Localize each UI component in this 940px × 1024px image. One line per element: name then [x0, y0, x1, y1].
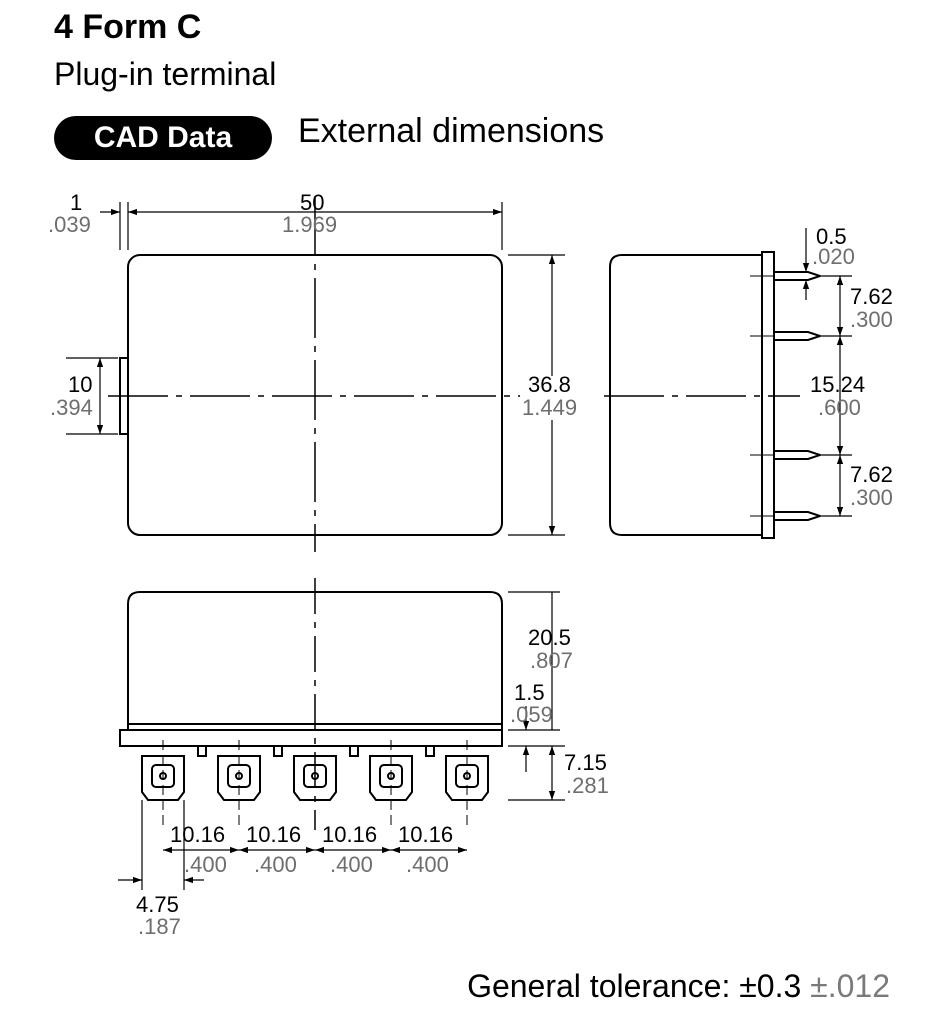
- dim-pin-pitch-mid-in: .600: [818, 395, 861, 420]
- tolerance-inch: ±.012: [810, 968, 890, 1004]
- tolerance-mm: ±0.3: [739, 968, 802, 1004]
- dim-terminal-length-mm: 7.15: [564, 750, 607, 775]
- dim-body-depth-in: .807: [530, 648, 573, 673]
- general-tolerance: General tolerance: ±0.3 ±.012: [467, 968, 890, 1005]
- dim-base-thickness-mm: 1.5: [514, 680, 545, 705]
- dim-width-mm: 50: [300, 190, 324, 215]
- dim-terminal-pitch-2-mm: 10.16: [246, 822, 301, 847]
- dim-pin-thickness-in: .020: [812, 244, 855, 269]
- side-view-body: [609, 254, 763, 536]
- dim-pin-thickness-mm: 0.5: [816, 224, 847, 249]
- dim-terminal-pitch-1-in: .400: [184, 852, 227, 877]
- dim-height-mm: 36.8: [528, 372, 571, 397]
- dim-width-in: 1.969: [282, 212, 337, 237]
- dim-terminal-pitch-3-in: .400: [330, 852, 373, 877]
- dim-terminal-width-in: .187: [138, 914, 181, 939]
- tolerance-label: General tolerance:: [467, 968, 740, 1004]
- dim-terminal-width-mm: 4.75: [136, 892, 179, 917]
- side-view-pins: [750, 271, 824, 521]
- bottom-view-terminals: [141, 740, 489, 830]
- dim-terminal-length-in: .281: [566, 773, 609, 798]
- page-subtitle: Plug-in terminal: [54, 56, 277, 92]
- section-heading: External dimensions: [298, 112, 605, 150]
- page-title: 4 Form C: [54, 8, 202, 46]
- dim-terminal-pitch-3-mm: 10.16: [322, 822, 377, 847]
- bottom-view-base: [119, 729, 503, 747]
- dim-pin-pitch-bottom-mm: 7.62: [850, 462, 893, 487]
- dim-terminal-pitch-2-in: .400: [254, 852, 297, 877]
- dim-body-depth-mm: 20.5: [528, 625, 571, 650]
- dim-terminal-pitch-4-mm: 10.16: [398, 822, 453, 847]
- dim-pin-pitch-mid-mm: 15.24: [810, 372, 865, 397]
- dim-flange-thickness-mm: 1: [70, 190, 82, 215]
- dim-flange-height-mm: 10: [68, 372, 92, 397]
- side-view-base: [761, 251, 775, 539]
- dim-pin-pitch-top-mm: 7.62: [850, 284, 893, 309]
- dim-pin-pitch-bottom-in: .300: [850, 485, 893, 510]
- dim-pin-pitch-top-in: .300: [850, 307, 893, 332]
- dim-flange-thickness-in: .039: [48, 212, 91, 237]
- dim-base-thickness-in: .059: [510, 702, 553, 727]
- dim-terminal-pitch-1-mm: 10.16: [170, 822, 225, 847]
- dim-flange-height-in: .394: [50, 395, 93, 420]
- cad-data-badge[interactable]: CAD Data: [54, 116, 272, 160]
- dim-terminal-pitch-4-in: .400: [406, 852, 449, 877]
- dim-height-in: 1.449: [522, 395, 577, 420]
